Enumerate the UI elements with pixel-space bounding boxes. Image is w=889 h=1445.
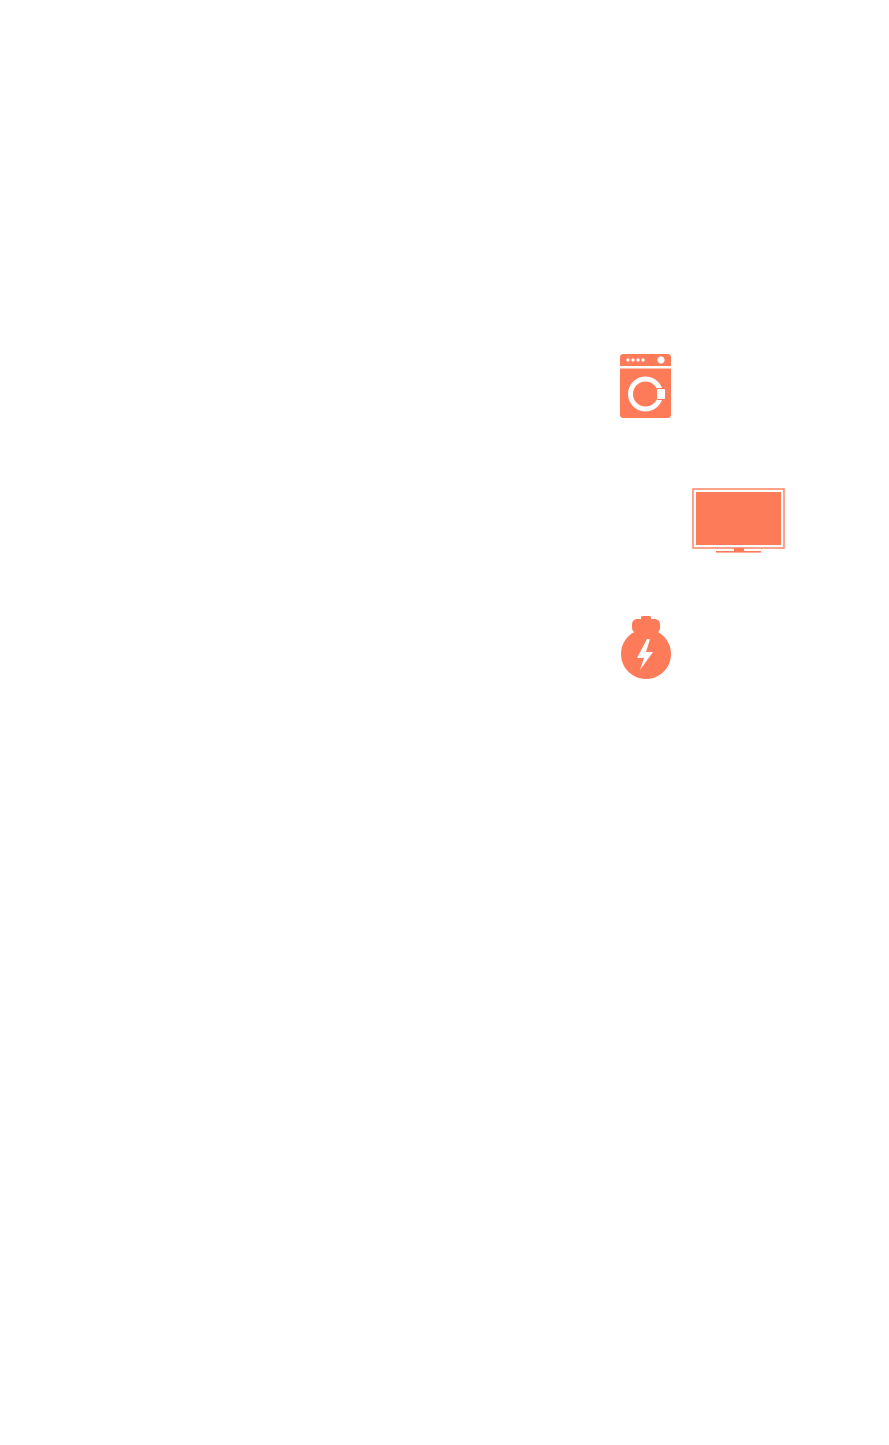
power-bulb-icon (621, 616, 671, 679)
television-icon (692, 488, 785, 553)
washing-machine-icon (620, 354, 671, 418)
